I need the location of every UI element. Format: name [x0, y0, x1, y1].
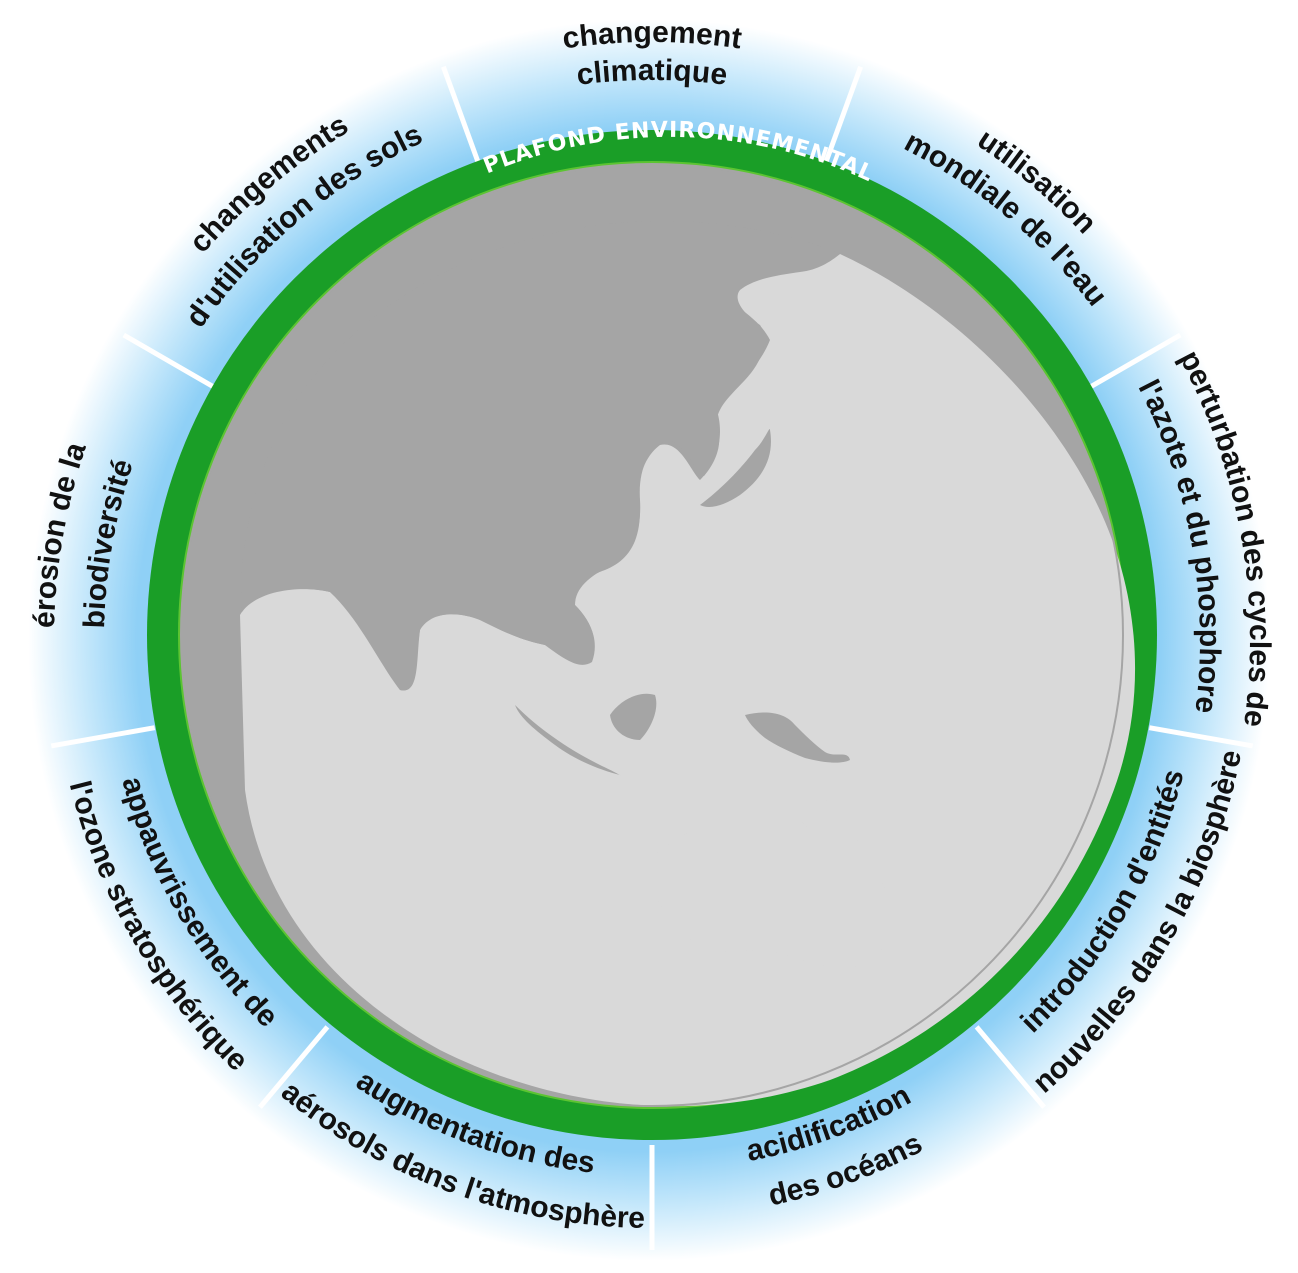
- globe-new-guinea: [745, 712, 850, 763]
- globe-borneo: [610, 693, 657, 740]
- globe-australia: [644, 799, 894, 968]
- boundary-label-climate-line2: climatique: [575, 54, 729, 92]
- segment-divider: [441, 65, 482, 167]
- segment-divider: [1088, 332, 1182, 390]
- segment-divider: [974, 1025, 1047, 1109]
- segment-divider: [1148, 725, 1254, 749]
- segment-divider: [822, 65, 863, 167]
- globe-continents: [240, 254, 1136, 1107]
- segment-dividers: [50, 65, 1254, 1250]
- globe-japan: [700, 429, 771, 507]
- globe-light-area: [240, 254, 1136, 1107]
- boundary-label-text: climatique: [575, 54, 729, 92]
- segment-divider: [122, 332, 216, 390]
- segment-divider: [50, 725, 156, 749]
- globe-asia: [241, 221, 841, 691]
- segment-divider: [257, 1025, 330, 1109]
- globe-outline: [180, 163, 1124, 1107]
- globe-landmass-shadows: [241, 221, 841, 691]
